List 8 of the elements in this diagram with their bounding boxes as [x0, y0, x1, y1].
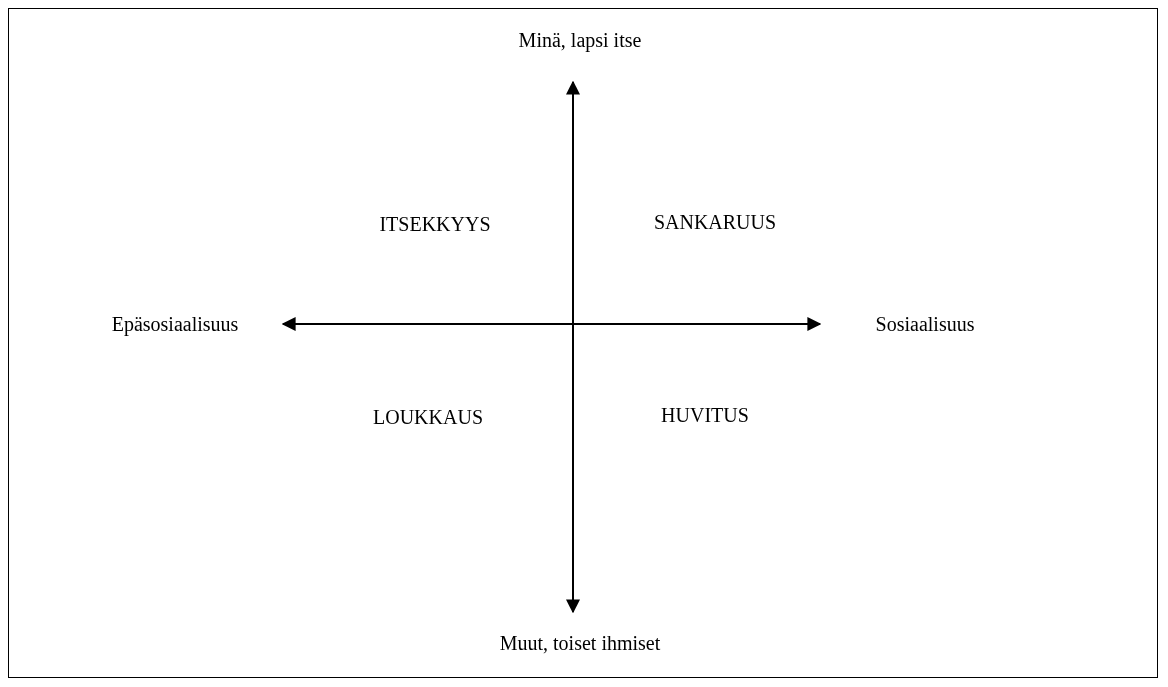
quadrant-label: ITSEKKYYS [379, 212, 491, 236]
axis-label: Epäsosiaalisuus [111, 312, 239, 336]
axis-label: Minä, lapsi itse [518, 28, 642, 52]
axis-label: Sosiaalisuus [875, 312, 975, 336]
quadrant-label: LOUKKAUS [373, 405, 483, 429]
quadrant-label: HUVITUS [661, 403, 749, 427]
axis-label: Muut, toiset ihmiset [499, 631, 661, 655]
quadrant-label: SANKARUUS [653, 210, 777, 234]
